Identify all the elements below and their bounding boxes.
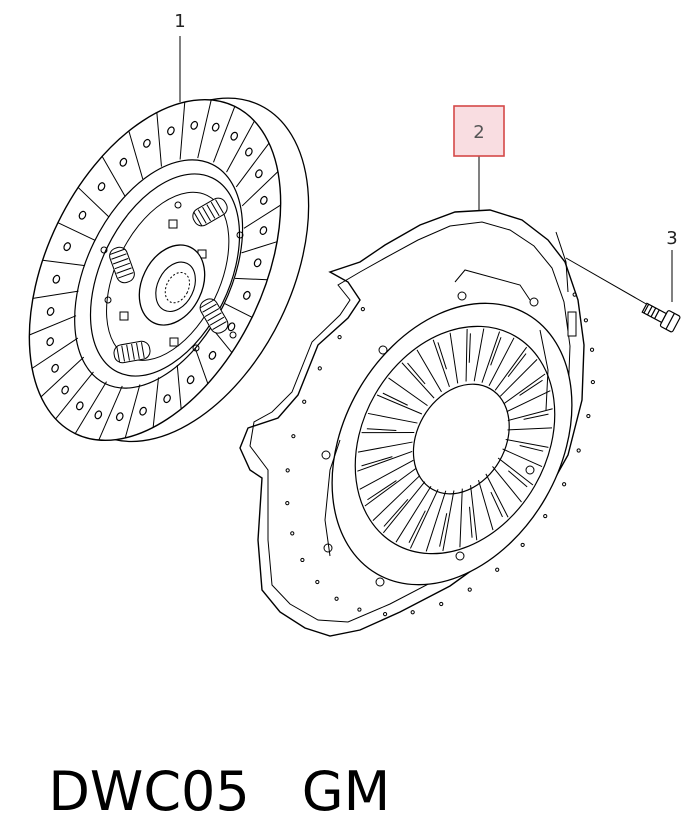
- bolt: [566, 250, 681, 333]
- pressure-plate-cover: [240, 156, 621, 636]
- brand-name: GM: [302, 752, 390, 832]
- callout-box-2[interactable]: 2: [454, 106, 504, 156]
- parts-diagram: 1 2 3: [0, 0, 700, 777]
- callout-label-1: 1: [174, 11, 185, 32]
- callout-label-2: 2: [473, 122, 484, 143]
- part-code: DWC05: [48, 752, 249, 832]
- callout-label-3: 3: [666, 228, 677, 249]
